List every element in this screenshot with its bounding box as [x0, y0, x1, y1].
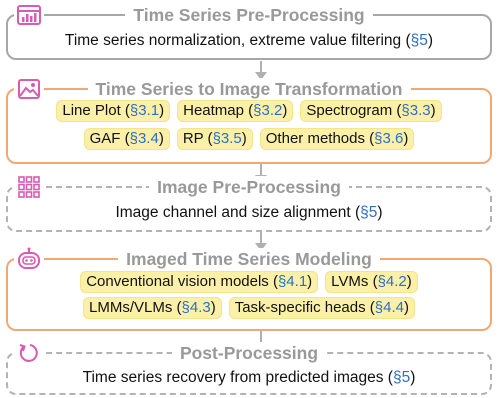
stage-title: Post-Processing [171, 342, 327, 364]
method-chip-gaf: GAF (§3.4) [83, 128, 170, 150]
stage-header: Post-Processing [8, 341, 490, 365]
section-ref-link[interactable]: §3.6 [374, 130, 404, 147]
method-chip-row: Line Plot (§3.1) Heatmap (§3.2) Spectrog… [8, 100, 490, 122]
method-chip-task-heads: Task-specific heads (§4.4) [228, 297, 415, 319]
section-ref-link[interactable]: §3.3 [401, 102, 431, 119]
grid-icon [14, 174, 44, 200]
flow-arrow [255, 232, 267, 251]
stage-title: Image Pre-Processing [149, 176, 349, 198]
stage-image-transformation: Time Series to Image Transformation Line… [6, 76, 492, 164]
stage-header: Imaged Time Series Modeling [8, 247, 490, 271]
section-ref-link[interactable]: §4.3 [181, 299, 211, 316]
description-end: ) [427, 32, 434, 49]
section-ref-link[interactable]: §5 [410, 32, 428, 49]
stage-description: Image channel and size alignment (§5) [8, 204, 490, 222]
description-end: ) [377, 204, 383, 221]
section-ref-link[interactable]: §4.1 [277, 273, 308, 290]
stage-title: Time Series to Image Transformation [87, 78, 411, 100]
section-ref-link[interactable]: §3.5 [212, 130, 242, 147]
description-text: Image channel and size alignment ( [115, 204, 361, 221]
section-ref-link[interactable]: §5 [392, 369, 411, 386]
flow-arrow [255, 61, 267, 80]
chart-window-icon [14, 2, 44, 28]
method-chip-heatmap: Heatmap (§3.2) [177, 100, 294, 122]
section-ref-link[interactable]: §5 [360, 204, 378, 221]
stage-title: Imaged Time Series Modeling [118, 248, 380, 270]
stage-title: Time Series Pre-Processing [125, 4, 373, 26]
method-chip-conventional-vision: Conventional vision models (§4.1) [80, 271, 319, 293]
stage-imaged-modeling: Imaged Time Series Modeling Conventional… [6, 246, 492, 331]
method-chip-row: LMMs/VLMs (§4.3) Task-specific heads (§4… [8, 297, 490, 319]
method-chip-lmms-vlms: LMMs/VLMs (§4.3) [83, 297, 222, 319]
description-text: Time series recovery from predicted imag… [82, 369, 393, 386]
method-chip-line-plot: Line Plot (§3.1) [56, 100, 171, 122]
section-ref-link[interactable]: §3.1 [129, 102, 160, 119]
method-chip-lvms: LVMs (§4.2) [325, 271, 418, 293]
refresh-icon [14, 340, 44, 366]
stage-header: Time Series to Image Transformation [8, 77, 490, 101]
section-ref-link[interactable]: §4.2 [377, 273, 407, 290]
method-chip-row: GAF (§3.4) RP (§3.5) Other methods (§3.6… [8, 128, 490, 150]
section-ref-link[interactable]: §4.4 [374, 299, 404, 316]
stage-post-processing: Post-Processing Time series recovery fro… [6, 340, 492, 395]
method-chip-other: Other methods (§3.6) [259, 128, 415, 150]
stage-description: Time series recovery from predicted imag… [8, 369, 490, 387]
image-icon [14, 76, 44, 102]
description-text: Time series normalization, extreme value… [64, 32, 411, 49]
stage-image-preprocessing: Image Pre-Processing Image channel and s… [6, 174, 492, 232]
section-ref-link[interactable]: §3.2 [253, 102, 283, 119]
method-chip-row: Conventional vision models (§4.1) LVMs (… [8, 271, 490, 293]
stage-header: Time Series Pre-Processing [8, 3, 490, 27]
method-chip-rp: RP (§3.5) [176, 128, 253, 150]
description-end: ) [410, 369, 416, 386]
stage-description: Time series normalization, extreme value… [8, 32, 490, 50]
stage-time-series-preprocessing: Time Series Pre-Processing Time series n… [6, 2, 492, 60]
stage-header: Image Pre-Processing [8, 175, 490, 199]
robot-icon [14, 246, 44, 272]
section-ref-link[interactable]: §3.4 [129, 130, 159, 147]
method-chip-spectrogram: Spectrogram (§3.3) [300, 100, 442, 122]
